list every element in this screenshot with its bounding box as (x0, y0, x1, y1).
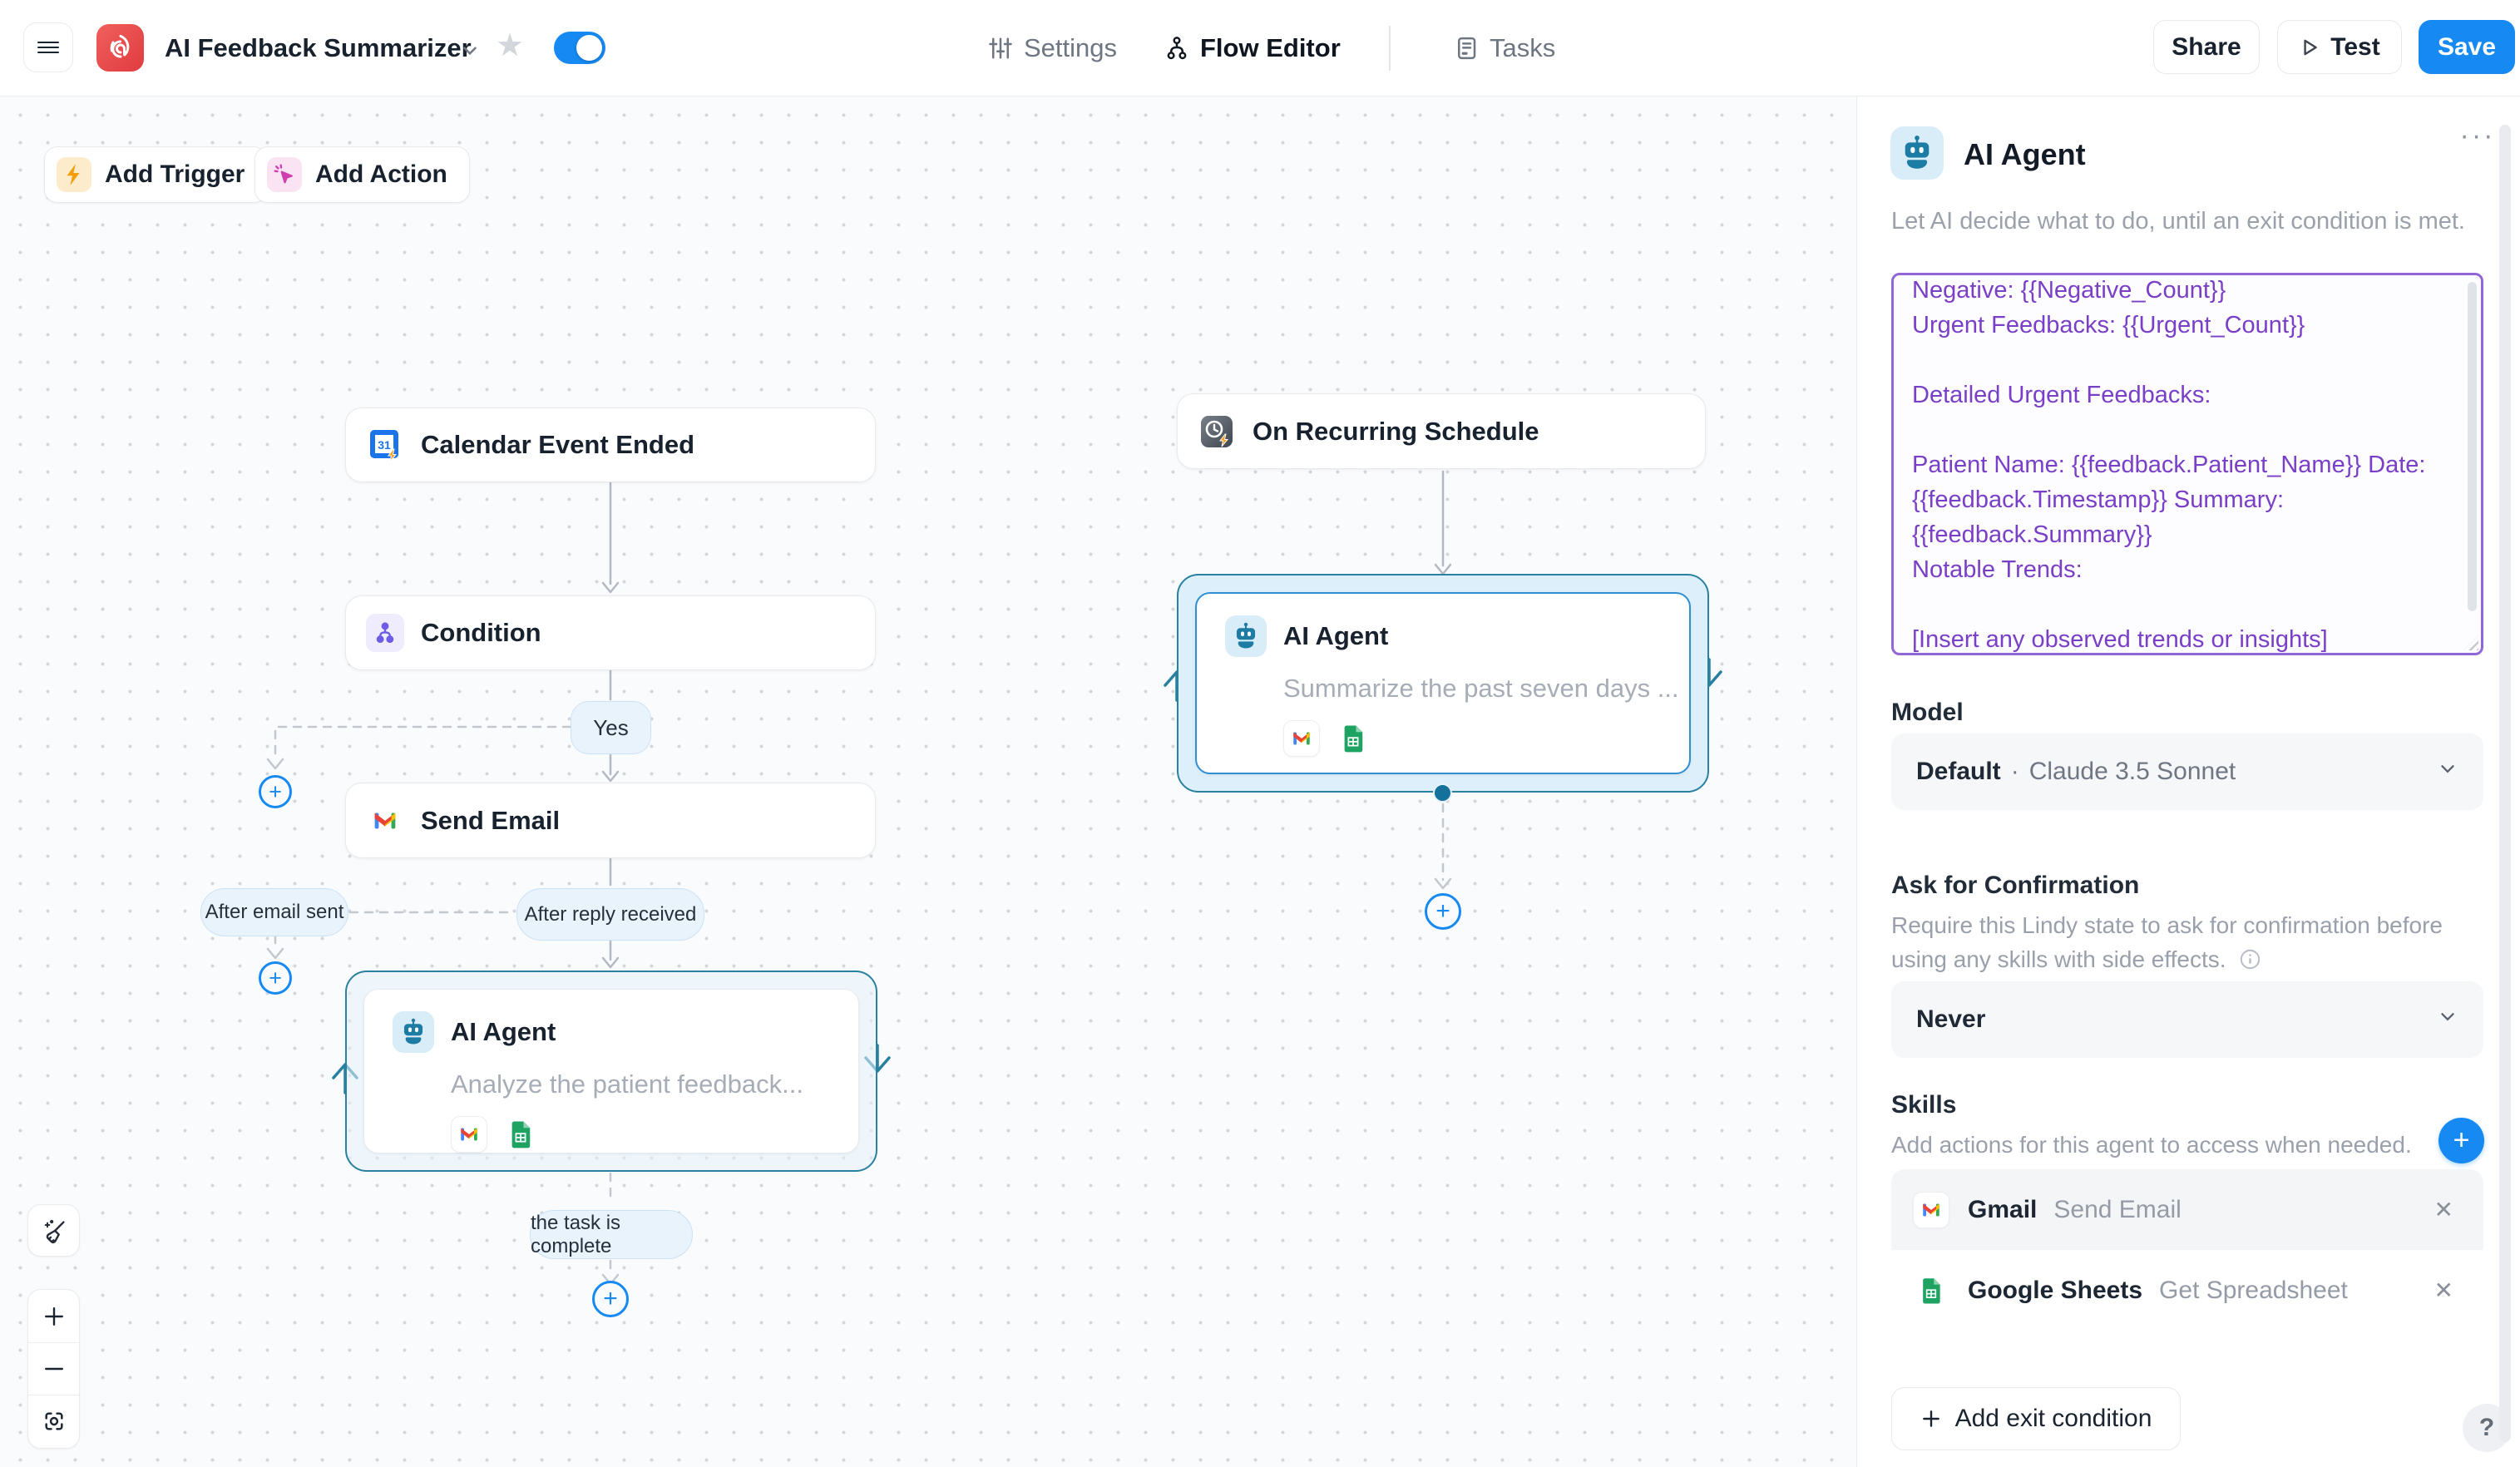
gmail-icon (1913, 1191, 1949, 1228)
zoom-in-button[interactable] (28, 1290, 79, 1342)
workflow-title: AI Feedback Summarizer (165, 33, 472, 62)
app-logo-icon[interactable] (96, 24, 144, 72)
node-title: On Recurring Schedule (1253, 416, 1539, 446)
node-send-email[interactable]: Send Email (345, 783, 876, 858)
lightning-icon (57, 157, 91, 192)
add-step-button-bottom[interactable]: + (592, 1281, 629, 1317)
node-condition[interactable]: Condition (345, 595, 876, 670)
menu-button[interactable] (23, 22, 73, 72)
plus-icon (44, 1306, 63, 1326)
remove-skill-button[interactable]: ✕ (2434, 1277, 2453, 1303)
tasks-book-icon (1458, 37, 1476, 60)
prompt-text: Negative: {{Negative_Count}} Urgent Feed… (1912, 277, 2426, 653)
more-options-button[interactable]: ··· (2459, 120, 2496, 151)
node-ai-agent-summarize[interactable]: AI Agent Summarize the past seven days .… (1177, 574, 1709, 793)
recurring-schedule-icon (1198, 412, 1236, 451)
tab-flow-editor[interactable]: Flow Editor (1164, 0, 1341, 96)
textarea-scrollbar[interactable] (2468, 282, 2477, 611)
connection-handle[interactable] (1433, 783, 1452, 803)
skill-row-google-sheets[interactable]: Google Sheets Get Spreadsheet ✕ (1891, 1250, 2483, 1331)
gmail-icon (451, 1116, 487, 1153)
condition-branch-icon (366, 614, 404, 652)
edge-label-task-complete[interactable]: the task is complete (530, 1210, 693, 1259)
add-trigger-button[interactable]: Add Trigger (44, 146, 268, 203)
toggle-knob (576, 35, 602, 61)
node-title: AI Agent (1283, 621, 1389, 650)
robot-icon (1225, 615, 1267, 657)
skills-list: Gmail Send Email ✕ Google Sheets Get Spr… (1891, 1169, 2483, 1331)
minus-icon (44, 1367, 63, 1371)
add-skill-button[interactable]: + (2438, 1118, 2484, 1163)
fit-view-button[interactable] (28, 1395, 79, 1447)
panel-subtitle: Let AI decide what to do, until an exit … (1891, 208, 2465, 235)
cleanup-layout-button[interactable] (27, 1204, 80, 1257)
node-title: Calendar Event Ended (421, 430, 695, 459)
add-step-button-right[interactable]: + (1425, 893, 1461, 930)
robot-icon (1890, 126, 1944, 180)
save-button[interactable]: Save (2419, 20, 2515, 74)
google-sheets-icon (1335, 720, 1371, 757)
plus-icon (1922, 1410, 1939, 1427)
flow-icon (1167, 37, 1187, 60)
google-sheets-icon (1913, 1272, 1949, 1309)
chevron-down-icon (2437, 1005, 2458, 1034)
confirmation-description: Require this Lindy state to ask for conf… (1891, 912, 2443, 972)
agent-prompt-preview: Summarize the past seven days ... (1283, 674, 1679, 703)
svg-text:31: 31 (378, 438, 391, 452)
panel-scrollbar[interactable] (2499, 125, 2511, 1442)
node-title: AI Agent (451, 1017, 556, 1046)
confirmation-select[interactable]: Never (1891, 981, 2483, 1058)
node-on-recurring-schedule[interactable]: On Recurring Schedule (1177, 393, 1706, 469)
nav-divider (1389, 26, 1391, 71)
flow-canvas[interactable]: Add Trigger Add Action 31 Calendar Event… (0, 96, 1856, 1467)
tab-tasks[interactable]: Tasks (1454, 0, 1555, 96)
workflow-enabled-toggle[interactable] (554, 32, 605, 64)
agent-prompt-textarea[interactable]: Negative: {{Negative_Count}} Urgent Feed… (1891, 273, 2483, 655)
edge-label-after-reply-received[interactable]: After reply received (516, 888, 704, 941)
add-action-button[interactable]: Add Action (254, 146, 470, 203)
hamburger-icon (37, 38, 59, 57)
add-step-button-left-1[interactable]: + (259, 775, 292, 808)
skills-label: Skills (1891, 1091, 1957, 1119)
agent-prompt-preview: Analyze the patient feedback... (451, 1069, 803, 1099)
broom-icon (28, 1205, 79, 1257)
google-sheets-icon (502, 1116, 539, 1153)
model-label: Model (1891, 699, 1964, 726)
skill-row-gmail[interactable]: Gmail Send Email ✕ (1891, 1169, 2483, 1250)
top-bar: AI Feedback Summarizer ★ Settings Flow E… (0, 0, 2520, 96)
gmail-icon (1283, 720, 1320, 757)
node-ai-agent-analyze[interactable]: AI Agent Analyze the patient feedback... (345, 971, 877, 1172)
gmail-icon (366, 802, 404, 840)
zoom-out-button[interactable] (28, 1342, 79, 1395)
confirmation-label: Ask for Confirmation (1891, 872, 2140, 899)
agent-config-panel: AI Agent ··· Let AI decide what to do, u… (1856, 96, 2520, 1467)
test-button[interactable]: Test (2277, 20, 2402, 74)
remove-skill-button[interactable]: ✕ (2434, 1197, 2453, 1222)
tab-settings[interactable]: Settings (988, 0, 1117, 96)
add-step-button-left-2[interactable]: + (259, 961, 292, 995)
play-icon (2304, 39, 2318, 55)
edge-label-after-email-sent[interactable]: After email sent (200, 888, 348, 936)
click-cursor-icon (267, 157, 302, 192)
title-chevron-down-icon[interactable] (459, 40, 481, 66)
model-select[interactable]: Default · Claude 3.5 Sonnet (1891, 734, 2483, 810)
node-title: Condition (421, 618, 541, 647)
robot-icon (393, 1011, 434, 1053)
skills-description: Add actions for this agent to access whe… (1891, 1132, 2412, 1158)
chevron-down-icon (2437, 758, 2458, 786)
add-exit-condition-button[interactable]: Add exit condition (1891, 1387, 2181, 1450)
node-calendar-event-ended[interactable]: 31 Calendar Event Ended (345, 408, 876, 482)
favorite-star-icon[interactable]: ★ (496, 28, 525, 63)
focus-icon (44, 1412, 63, 1430)
google-calendar-icon: 31 (366, 426, 404, 464)
edge-label-yes[interactable]: Yes (571, 701, 651, 754)
zoom-controls (27, 1289, 80, 1449)
node-title: Send Email (421, 805, 561, 835)
share-button[interactable]: Share (2153, 20, 2260, 74)
sliders-icon (989, 37, 1012, 59)
panel-title: AI Agent (1964, 137, 2086, 171)
info-icon[interactable] (2239, 948, 2261, 971)
